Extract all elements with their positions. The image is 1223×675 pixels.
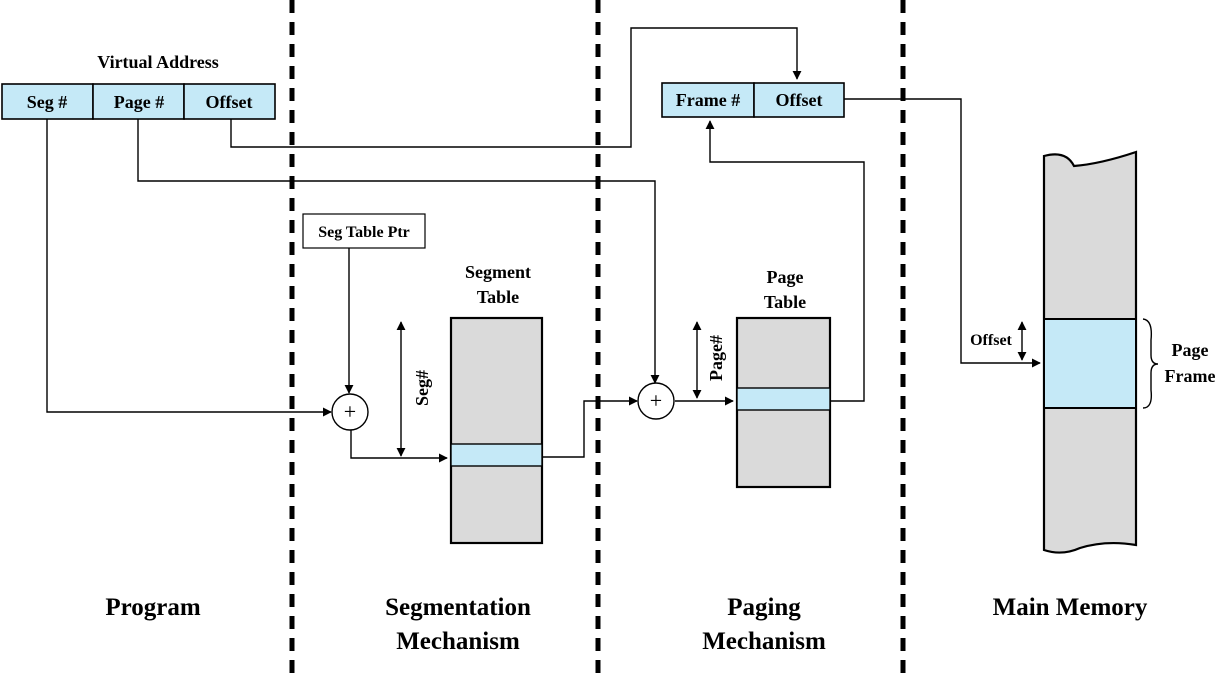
segment-adder: + [331,393,369,431]
page-table-title-1: Page [767,267,804,287]
segment-table-entry [450,443,543,467]
page-table-entry [736,387,831,411]
physical-offset-field [753,82,845,118]
segment-table [449,316,544,545]
section-paging-2: Mechanism [702,628,826,655]
page-number-field [92,83,185,120]
page-number-to-page-adder [137,119,660,384]
virtual-address-register: Seg # Page # Offset [1,83,276,120]
segment-table-title-1: Segment [465,262,531,282]
page-entry-to-frame-number [705,120,865,402]
physical-offset-label: Offset [776,90,823,110]
page-table-title-2: Table [764,292,806,312]
page-frame [1043,318,1137,409]
segment-entry-to-page-adder [542,396,638,458]
seg-number-to-adder [46,119,332,417]
seg-table-ptr-label: Seg Table Ptr [318,224,410,241]
virtual-offset-field [183,83,276,120]
seg-index-label: Seg# [412,370,432,406]
virtual-offset-to-physical-offset [230,27,802,148]
seg-number-label: Seg # [27,92,68,112]
page-frame-label-2: Frame [1165,366,1216,386]
frame-number-field [661,82,755,118]
section-program: Program [105,594,201,621]
page-adder: + [637,382,675,420]
seg-table-ptr-box [302,213,426,249]
adder-to-segment-table [350,430,448,463]
page-frame-brace [1142,318,1159,409]
segment-adder-symbol: + [344,399,356,424]
section-main-memory: Main Memory [993,594,1148,621]
section-segmentation-2: Mechanism [396,628,520,655]
virtual-address-title: Virtual Address [97,52,219,72]
section-segmentation-1: Segmentation [385,594,531,621]
frame-number-label: Frame # [676,90,740,110]
page-adder-symbol: + [650,388,662,413]
physical-offset-to-memory [844,98,1041,368]
segment-table-title-2: Table [477,287,519,307]
virtual-offset-label: Offset [206,92,253,112]
page-frame-label-1: Page [1172,340,1209,360]
page-number-label: Page # [114,92,164,112]
physical-address-register: Frame # Offset [661,82,845,118]
section-paging-1: Paging [727,594,801,621]
page-index-label: Page# [706,335,726,381]
seg-number-field [1,83,94,120]
memory-offset-label: Offset [970,332,1012,349]
